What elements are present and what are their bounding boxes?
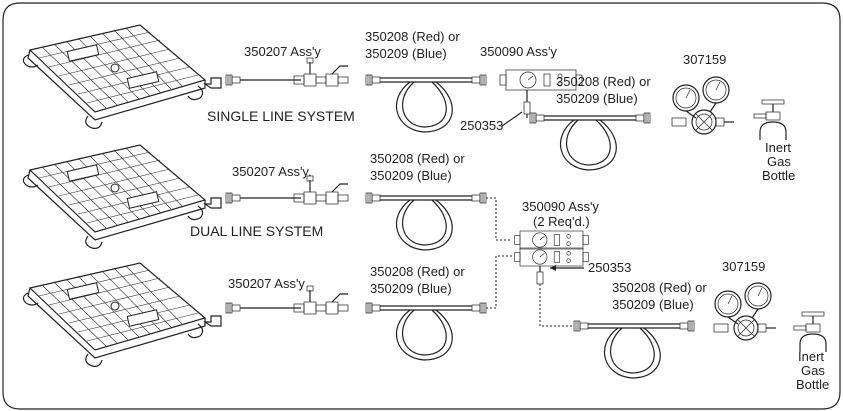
dual-connection-top (486, 197, 512, 241)
dual-hose-out-label-1: 350208 (Red) or (612, 280, 707, 295)
dual-hose-bottom (366, 303, 486, 360)
single-plate (22, 24, 222, 129)
dual-hose-out (574, 321, 694, 378)
dual-valve-top (226, 176, 348, 204)
dual-hose-bottom-label-1: 350208 (Red) or (370, 264, 465, 279)
single-valve-label: 350207 Ass'y (244, 44, 321, 59)
single-hose2-label-2: 350209 (Blue) (556, 91, 638, 106)
dual-hose-top (366, 193, 486, 250)
single-bottle-label-2: Gas (767, 154, 791, 169)
single-hose-label-2: 350209 (Blue) (365, 46, 447, 61)
single-250353-label: 250353 (460, 118, 503, 133)
single-250353-leader (501, 111, 523, 127)
dual-connection-bottom (486, 255, 512, 309)
single-hose-label-1: 350208 (Red) or (365, 29, 460, 44)
single-system-title: SINGLE LINE SYSTEM (207, 108, 355, 124)
dual-manifold-label: 350090 Ass'y (522, 199, 599, 214)
dual-bottle (793, 311, 827, 353)
dual-hose-top-label-2: 350209 (Blue) (370, 168, 452, 183)
dual-manifold-req: (2 Req'd.) (533, 214, 590, 229)
single-regulator-label: 307159 (683, 52, 726, 67)
dual-connection-out (539, 284, 572, 327)
single-regulator (671, 76, 735, 135)
dual-manifold-1 (514, 230, 589, 250)
dual-hose-bottom-label-2: 350209 (Blue) (370, 281, 452, 296)
dual-bottle-label-1: Inert (798, 349, 824, 364)
dual-manifold-2 (514, 247, 589, 267)
dual-hose-top-label-1: 350208 (Red) or (370, 151, 465, 166)
single-bottle-label-3: Bottle (762, 168, 795, 183)
single-bottle (753, 99, 787, 141)
dual-bottle-label-2: Gas (801, 363, 825, 378)
dual-bottle-label-3: Bottle (796, 377, 829, 392)
single-valve-assembly (226, 58, 348, 86)
single-manifold-label: 350090 Ass'y (480, 44, 557, 59)
dual-hose-out-label-2: 350209 (Blue) (612, 297, 694, 312)
dual-plate-bottom (22, 262, 222, 367)
dual-valve-bottom-label: 350207 Ass'y (228, 276, 305, 291)
dual-valve-top-label: 350207 Ass'y. (232, 164, 312, 179)
single-hose-2 (530, 113, 650, 170)
dual-system-title: DUAL LINE SYSTEM (190, 223, 323, 239)
dual-regulator (713, 282, 777, 341)
dual-250353-label: 250353 (588, 260, 631, 275)
single-bottle-label-1: Inert (765, 140, 791, 155)
single-hose2-label-1: 350208 (Red) or (556, 74, 651, 89)
dual-regulator-label: 307159 (722, 259, 765, 274)
